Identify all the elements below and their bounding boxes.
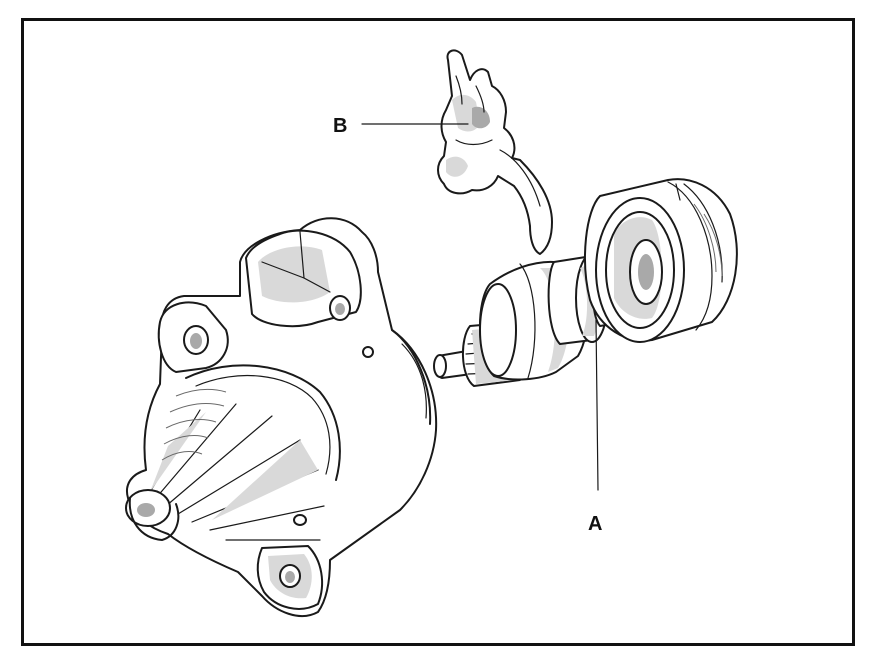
shift-lever (437, 49, 553, 255)
front-housing (125, 217, 438, 617)
callout-a-leader (595, 319, 599, 491)
callout-a-label: A (588, 513, 602, 535)
rear-bearing-ring (584, 178, 738, 343)
callout-b-label: B (333, 115, 347, 137)
